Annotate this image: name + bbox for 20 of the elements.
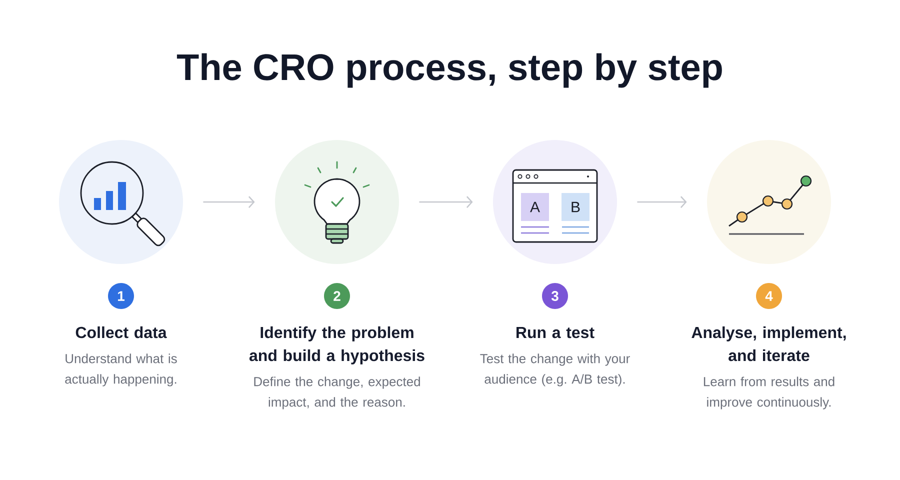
number-badge: 3 xyxy=(542,283,568,309)
number-badge: 4 xyxy=(756,283,782,309)
variant-box: A xyxy=(521,193,549,221)
number-badge: 1 xyxy=(108,283,134,309)
number-badge: 2 xyxy=(324,283,350,309)
step-heading: Analyse, implement, and iterate xyxy=(692,326,846,362)
variant-box: B xyxy=(562,193,590,221)
icon-circle xyxy=(707,140,831,264)
step-heading: Collect data xyxy=(76,326,167,338)
step-description: Learn from results and improve continuously. xyxy=(704,376,834,410)
title: The CRO process, step by step xyxy=(176,53,722,88)
step-heading: Identify the problem and build a hypothesis xyxy=(249,326,424,364)
arrow xyxy=(419,196,473,208)
arrow xyxy=(203,196,255,208)
step-description: Define the change, expected impact, and the reason. xyxy=(254,376,420,410)
icon-circle xyxy=(59,140,183,264)
step-heading: Run a test xyxy=(516,327,594,338)
step-description: Understand what is actually happening. xyxy=(65,354,177,386)
step-description: Test the change with your audience (e.g. A/B test). xyxy=(480,354,630,386)
arrow xyxy=(637,196,687,208)
